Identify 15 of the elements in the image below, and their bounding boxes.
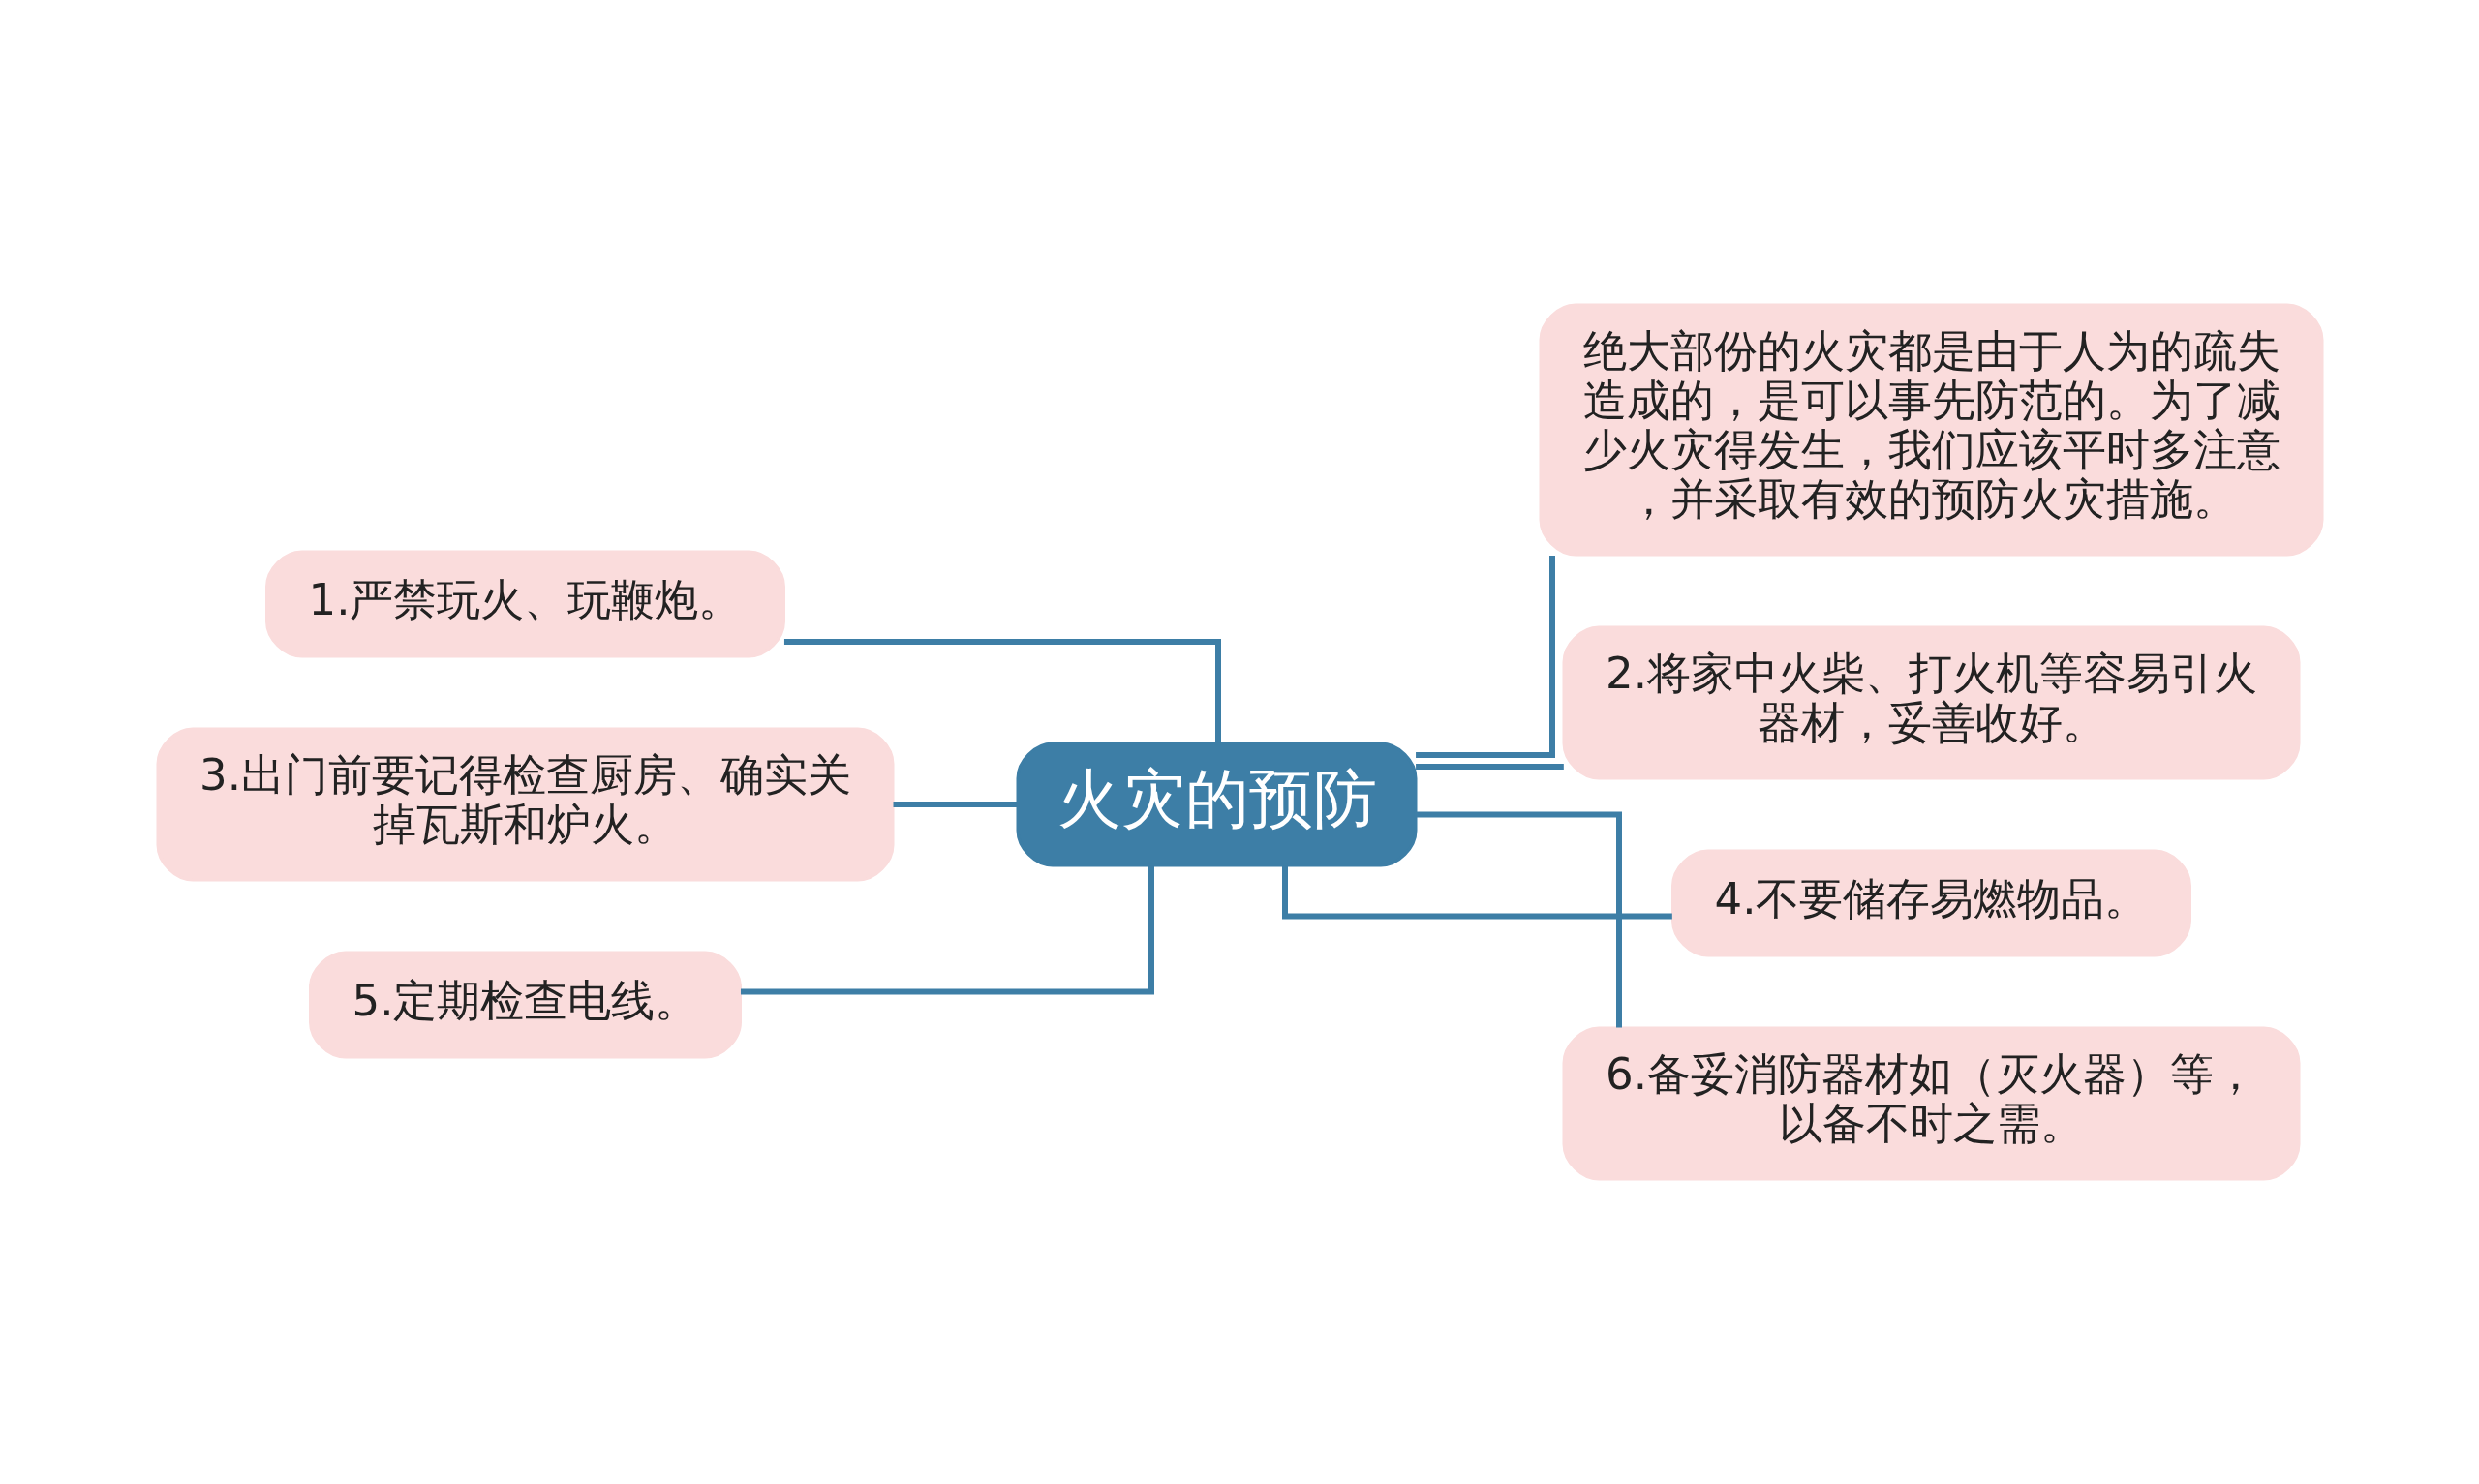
- node-box: 3.出门前要记得检查厨房、确实关掉瓦斯和炉火。: [156, 727, 894, 882]
- connector: [740, 865, 1154, 995]
- connector: [1415, 764, 1564, 770]
- node-box: 火灾的预防: [1016, 742, 1417, 867]
- connector: [893, 802, 1017, 807]
- node-box: 2.将家中火柴、打火机等容易引火器材，妥善收好。: [1562, 625, 2300, 780]
- node-box: 6.备妥消防器材如（灭火器）等，以备不时之需。: [1562, 1026, 2300, 1181]
- node-box: 4.不要储存易燃物品。: [1670, 849, 2191, 957]
- connector: [1415, 555, 1555, 758]
- connector: [783, 639, 1221, 743]
- connector: [1281, 865, 1672, 920]
- node-box: 1.严禁玩火、玩鞭炮。: [264, 550, 785, 658]
- node-box: 绝大部份的火灾都是由于人为的疏失造成的，是可以事先防范的。为了减少火灾得发生，我们应该平时多注意，并采取有效的预防火灾措施。: [1539, 303, 2323, 557]
- node-box: 5.定期检查电线。: [308, 951, 742, 1059]
- connector: [1416, 811, 1622, 1028]
